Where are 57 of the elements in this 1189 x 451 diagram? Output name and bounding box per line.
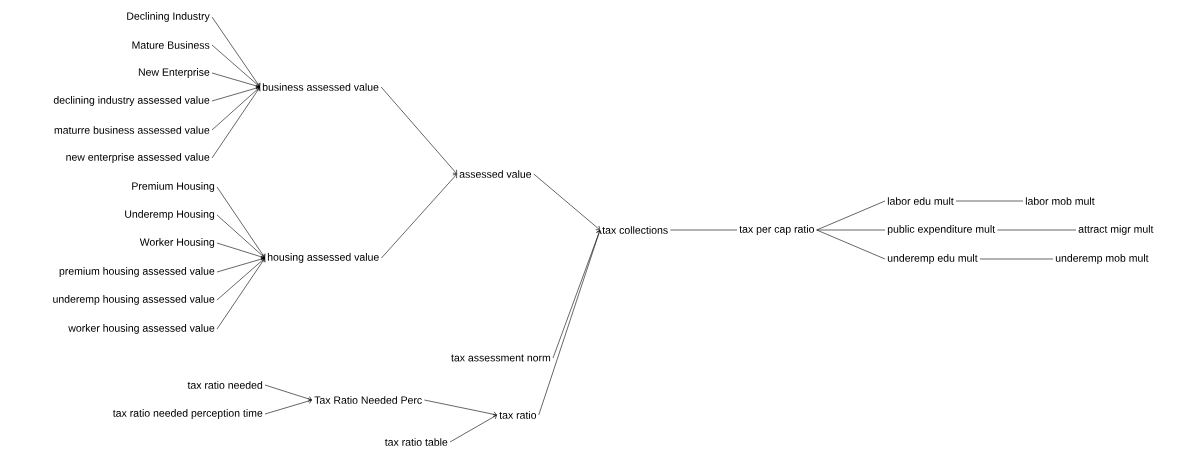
connector-line <box>816 200 886 231</box>
arrow <box>211 87 260 131</box>
variable-label: worker housing assessed value <box>68 324 215 334</box>
variable-label: underemp housing assessed value <box>53 295 215 305</box>
variable-label: tax per cap ratio <box>739 225 815 235</box>
connector-line <box>997 229 1077 231</box>
connector-line <box>979 258 1054 260</box>
arrow <box>264 384 312 402</box>
arrow <box>381 174 457 259</box>
variable-label: Declining Industry <box>127 12 210 22</box>
arrow <box>211 44 260 87</box>
variable-label: tax collections <box>602 226 668 234</box>
variable-label: attract migr mult <box>1078 225 1154 235</box>
variable-label: tax ratio table <box>384 438 448 446</box>
connector-line <box>670 229 738 231</box>
variable-label: declining industry assessed value <box>53 96 210 106</box>
arrow <box>538 230 602 416</box>
variable-label: labor mob mult <box>1025 197 1095 205</box>
arrow <box>264 398 312 415</box>
variable-label: tax assessment norm <box>451 354 551 362</box>
variable-label: tax ratio needed <box>187 381 263 389</box>
variable-label: labor edu mult <box>887 197 954 205</box>
arrow <box>449 414 497 443</box>
connector-line <box>816 229 886 260</box>
variable-label: underemp edu mult <box>887 254 978 264</box>
arrow <box>380 86 457 174</box>
arrow <box>216 258 266 330</box>
variable-label: premium housing assessed value <box>59 267 215 277</box>
variable-label: Underemp Housing <box>125 210 215 220</box>
arrow <box>216 186 266 258</box>
variable-label: public expenditure mult <box>887 225 996 235</box>
arrow <box>211 87 261 159</box>
variable-label: Premium Housing <box>132 182 215 192</box>
variable-label: Mature Business <box>132 41 210 49</box>
variable-label: underemp mob mult <box>1055 254 1149 264</box>
variable-label: Worker Housing <box>139 238 215 248</box>
variable-label: tax ratio needed perception time <box>112 409 263 419</box>
arrow <box>216 214 265 258</box>
variable-label: New Enterprise <box>138 68 210 78</box>
variable-label: Tax Ratio Needed Perc <box>314 396 422 404</box>
arrow <box>533 173 600 230</box>
arrow <box>424 399 497 418</box>
arrow <box>216 258 265 301</box>
arrow <box>216 256 265 273</box>
variable-label: assessed value <box>459 170 532 178</box>
arrow <box>216 242 265 260</box>
variable-label: maturre business assessed value <box>54 126 210 134</box>
variable-label: new enterprise assessed value <box>66 153 210 163</box>
connector-line <box>955 200 1024 202</box>
variable-label: business assessed value <box>262 83 379 91</box>
arrow <box>211 72 260 89</box>
connector-line <box>816 229 886 231</box>
variable-label: tax ratio <box>499 411 537 419</box>
arrow <box>211 16 261 87</box>
arrow <box>552 230 602 359</box>
arrow <box>211 85 260 102</box>
variable-label: housing assessed value <box>267 253 379 263</box>
